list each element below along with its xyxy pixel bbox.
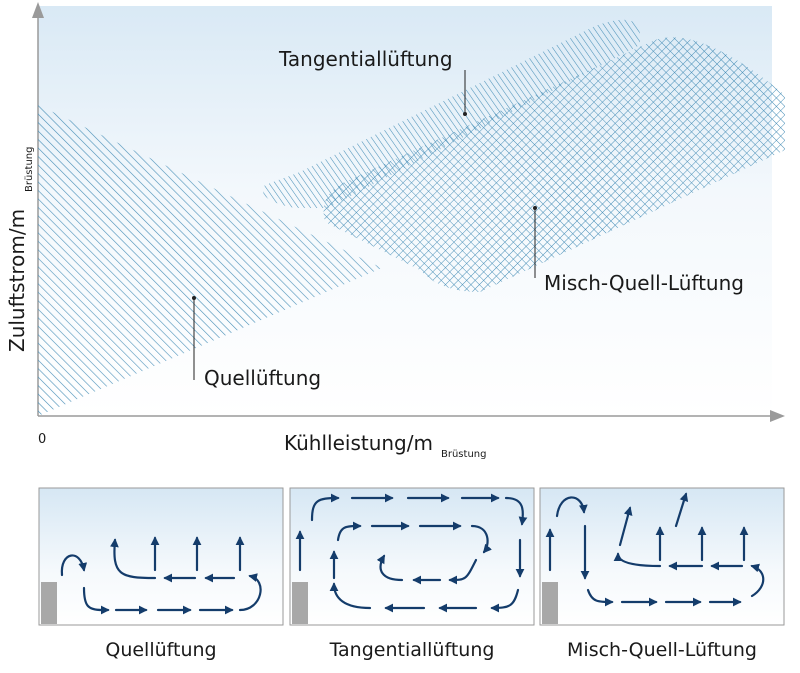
- arrow: [329, 582, 372, 610]
- arrow: [238, 573, 262, 612]
- x-axis-arrowhead: [770, 410, 785, 422]
- quell-region: [38, 105, 382, 416]
- arrow: [310, 493, 340, 522]
- panel-quell-arrows: [60, 536, 262, 615]
- tangential-leader-dot: [463, 112, 467, 116]
- panel-misch: Misch-Quell-Lüftung: [539, 487, 785, 661]
- arrow: [586, 588, 614, 607]
- arrow: [110, 538, 157, 580]
- y-axis-label: Zuluftstrom/m: [5, 209, 29, 352]
- y-axis-label-sub: Brüstung: [24, 147, 35, 192]
- panel-tangential: Tangentiallüftung: [289, 487, 535, 661]
- tangential-label: Tangentiallüftung: [278, 47, 453, 71]
- misch-region: [323, 37, 785, 293]
- arrow: [490, 588, 520, 613]
- panel-quell-label: Quellüftung: [105, 639, 216, 661]
- panel-quell-frame: [38, 487, 284, 626]
- arrow: [613, 552, 662, 568]
- arrow: [82, 586, 110, 615]
- arrow: [60, 554, 88, 577]
- panel-misch-frame: [539, 487, 785, 626]
- panel-tangential-label: Tangentiallüftung: [329, 639, 495, 661]
- misch-leader-dot: [533, 206, 537, 210]
- arrow: [470, 524, 492, 554]
- y-axis-label-group: Zuluftstrom/m Brüstung: [5, 147, 35, 352]
- panel-misch-arrows: [545, 492, 765, 607]
- x-axis-label-sub: Brüstung: [441, 449, 486, 460]
- panel-misch-label: Misch-Quell-Lüftung: [567, 639, 757, 661]
- arrow: [555, 496, 588, 518]
- misch-label: Misch-Quell-Lüftung: [544, 271, 744, 295]
- x-axis-label: Kühlleistung/m: [284, 431, 433, 455]
- panel-misch-radiator: [542, 582, 558, 624]
- panel-tangential-arrows: [295, 493, 528, 613]
- arrow: [448, 558, 478, 585]
- panel-quell: Quellüftung: [38, 487, 284, 661]
- quell-label: Quellüftung: [204, 366, 321, 390]
- arrow: [376, 554, 404, 582]
- y-axis-arrowhead: [32, 2, 44, 18]
- tangential-region: [263, 19, 640, 208]
- panel-tangential-frame: [289, 487, 535, 626]
- quell-leader-dot: [192, 296, 196, 300]
- arrow: [336, 521, 362, 542]
- origin-label: 0: [38, 432, 46, 447]
- panel-tangential-radiator: [292, 582, 308, 624]
- main-chart: Tangentiallüftung Misch-Quell-Lüftung Qu…: [5, 2, 785, 460]
- panel-quell-radiator: [41, 582, 57, 624]
- arrow: [618, 506, 633, 547]
- arrow: [504, 496, 528, 526]
- arrow: [674, 492, 689, 528]
- arrow: [750, 563, 765, 598]
